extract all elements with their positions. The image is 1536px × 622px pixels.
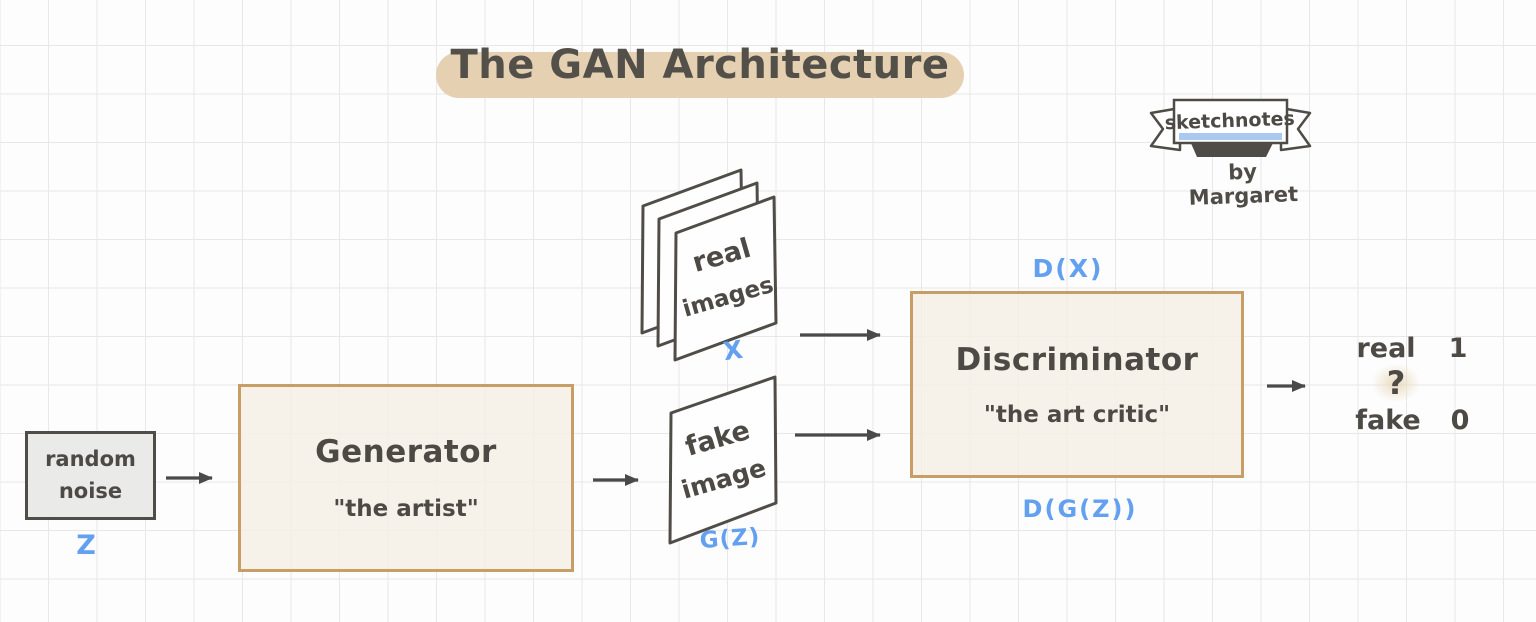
discriminator-title: Discriminator: [955, 341, 1199, 378]
title-area: The GAN Architecture: [380, 38, 1020, 98]
ribbon-underline: [1179, 133, 1282, 140]
d-of-x-label: D(X): [1032, 254, 1104, 283]
real-images-card-front: [673, 195, 778, 362]
output-real-value: 1: [1448, 333, 1468, 364]
page-title: The GAN Architecture: [436, 38, 964, 98]
x-label: X: [721, 334, 745, 367]
ribbon-tail-right-icon: [1279, 106, 1312, 152]
fake-image-card-shape: [668, 375, 778, 545]
real-images-label-line1: real: [689, 233, 754, 279]
output-fake-label: fake: [1355, 405, 1421, 436]
g-of-z-label: G(Z): [698, 523, 762, 555]
real-images-card-back: [640, 168, 745, 335]
badge-byline: by Margaret: [1188, 159, 1299, 210]
random-noise-line2: noise: [58, 478, 123, 503]
ribbon-fold-icon: [1190, 141, 1274, 157]
ribbon-tail-left-icon: [1149, 106, 1182, 152]
fake-image-card: fake image: [668, 375, 778, 545]
discriminator-node: Discriminator "the art critic": [910, 291, 1244, 478]
discriminator-subtitle: "the art critic": [983, 401, 1171, 428]
fake-image-label-line2: image: [678, 453, 769, 505]
generator-subtitle: "the artist": [333, 496, 479, 522]
output-real-label: real: [1356, 333, 1416, 364]
generator-node: Generator "the artist": [238, 384, 574, 572]
badge-label: sketchnotes: [1164, 108, 1295, 135]
random-noise-line1: random: [45, 447, 136, 471]
output-question-mark: ?: [1372, 364, 1420, 402]
generator-title: Generator: [315, 434, 497, 470]
random-noise-node: random noise: [25, 431, 156, 520]
sketchnotes-badge: sketchnotes: [1149, 98, 1312, 157]
z-label: Z: [76, 530, 96, 561]
real-images-label-line2: images: [680, 272, 777, 323]
output-fake-value: 0: [1450, 405, 1470, 436]
real-images-card-middle: [656, 181, 761, 348]
real-images-stack: real images: [640, 168, 778, 362]
ribbon-panel: [1172, 98, 1289, 145]
fake-image-label-line1: fake: [682, 415, 754, 463]
d-of-g-of-z-label: D(G(Z)): [1022, 495, 1138, 523]
